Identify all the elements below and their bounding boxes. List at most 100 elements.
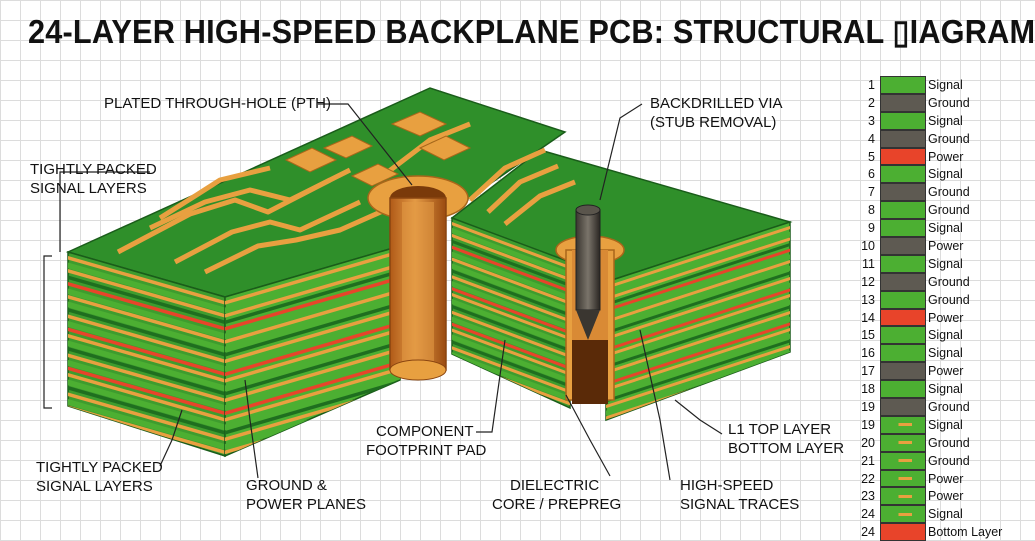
callout-text: TIGHTLY PACKED <box>36 459 163 476</box>
legend-layer-number: 12 <box>861 274 875 289</box>
legend-layer-label: Signal <box>928 328 963 343</box>
legend-swatch <box>880 272 926 291</box>
legend-layer-label: Power <box>928 471 964 486</box>
layer-stripe <box>225 321 400 377</box>
legend-row: 15 Signal <box>855 326 1005 345</box>
legend-swatch <box>880 129 926 148</box>
callout-text: DIELECTRIC <box>510 477 600 494</box>
legend-swatch <box>880 415 926 434</box>
legend-layer-label: Signal <box>928 382 963 397</box>
legend-layer-number: 17 <box>861 364 875 379</box>
callout-plated-through-hole: PLATED THROUGH-HOLE (PTH) <box>104 94 331 113</box>
callout-text: POWER PLANES <box>246 496 367 513</box>
layer-stripe <box>68 353 225 403</box>
legend-swatch <box>880 326 926 345</box>
layer-stripe <box>606 311 790 375</box>
legend-layer-label: Ground <box>928 292 970 307</box>
legend-swatch <box>880 165 926 184</box>
layer-stripe <box>225 250 400 305</box>
layer-stripe <box>225 282 400 340</box>
legend-swatch <box>880 433 926 452</box>
legend-swatch <box>880 523 926 541</box>
layer-stripe <box>452 281 570 331</box>
inner-face-layers <box>452 222 570 406</box>
layer-stripe <box>452 275 570 323</box>
layer-stripe <box>68 334 225 383</box>
layer-stripe <box>606 265 790 331</box>
callout-component-pad: COMPONENT FOOTPRINT PAD <box>366 422 486 460</box>
legend-layer-number: 5 <box>868 149 875 164</box>
layer-stripe <box>452 298 570 349</box>
layer-stripe <box>606 305 790 369</box>
layer-stripe <box>606 299 790 365</box>
legend-layer-number: 23 <box>861 489 875 504</box>
legend-layer-number: 13 <box>861 292 875 307</box>
layer-stripe <box>452 346 570 394</box>
layer-stripe <box>68 347 225 396</box>
legend-layer-number: 7 <box>868 185 875 200</box>
layer-stripe <box>606 322 790 386</box>
callout-signal-layers-top: TIGHTLY PACKED SIGNAL LAYERS <box>30 160 157 198</box>
layer-stripe <box>68 399 225 450</box>
legend-row: 5 Power <box>855 147 1005 166</box>
legend-layer-number: 21 <box>861 453 875 468</box>
layer-stripe <box>225 360 400 416</box>
layer-stripe <box>225 308 400 364</box>
legend-layer-number: 3 <box>868 113 875 128</box>
layer-stripe <box>225 295 400 353</box>
layer-stripe <box>452 257 570 305</box>
legend-layer-label: Signal <box>928 167 963 182</box>
backdrilled-via <box>555 204 625 404</box>
layer-stripe <box>606 316 790 382</box>
callout-high-speed-traces: HIGH-SPEED SIGNAL TRACES <box>680 476 799 514</box>
callout-text: L1 TOP LAYER <box>728 421 832 438</box>
legend-layer-label: Ground <box>928 274 970 289</box>
legend-swatch <box>880 183 926 202</box>
layer-stripe <box>606 294 790 358</box>
layer-stripe <box>606 345 790 409</box>
layer-stripe <box>606 254 790 320</box>
legend-swatch <box>880 344 926 363</box>
legend-swatch <box>880 505 926 524</box>
layer-stripe <box>452 269 570 317</box>
layer-stripe <box>452 245 570 293</box>
callout-text: SIGNAL LAYERS <box>36 478 153 495</box>
layer-stripe <box>452 340 570 388</box>
legend-layer-number: 10 <box>861 239 875 254</box>
legend-swatch <box>880 362 926 381</box>
layer-stripe <box>452 293 570 341</box>
legend-layer-label: Power <box>928 149 964 164</box>
callout-signal-layers-bottom: TIGHTLY PACKED SIGNAL LAYERS <box>36 458 163 496</box>
legend-row: 12 Ground <box>855 272 1005 291</box>
layer-stripe <box>452 233 570 282</box>
layer-stripe <box>606 237 790 301</box>
legend-layer-label: Power <box>928 310 964 325</box>
callout-text: COMPONENT <box>376 423 474 440</box>
layer-stripe <box>452 304 570 353</box>
layer-stripe <box>68 295 225 344</box>
legend-row: 13 Ground <box>855 290 1005 309</box>
layer-stripe <box>452 328 570 376</box>
layer-stripe <box>68 308 225 357</box>
legend-layer-number: 24 <box>861 507 875 522</box>
legend-layer-label: Bottom Layer <box>928 525 1003 540</box>
pcb-cross-section-illustration <box>43 87 793 481</box>
layer-stripe <box>452 322 570 370</box>
legend-layer-number: 8 <box>868 203 875 218</box>
legend-layer-number: 15 <box>861 328 875 343</box>
layer-stripe <box>68 360 225 411</box>
legend-row: 23 Power <box>855 487 1005 506</box>
legend-swatch <box>880 451 926 470</box>
layer-stripe <box>68 366 225 416</box>
legend-layer-label: Power <box>928 489 964 504</box>
callout-text: BACKDRILLED VIA <box>650 95 783 112</box>
